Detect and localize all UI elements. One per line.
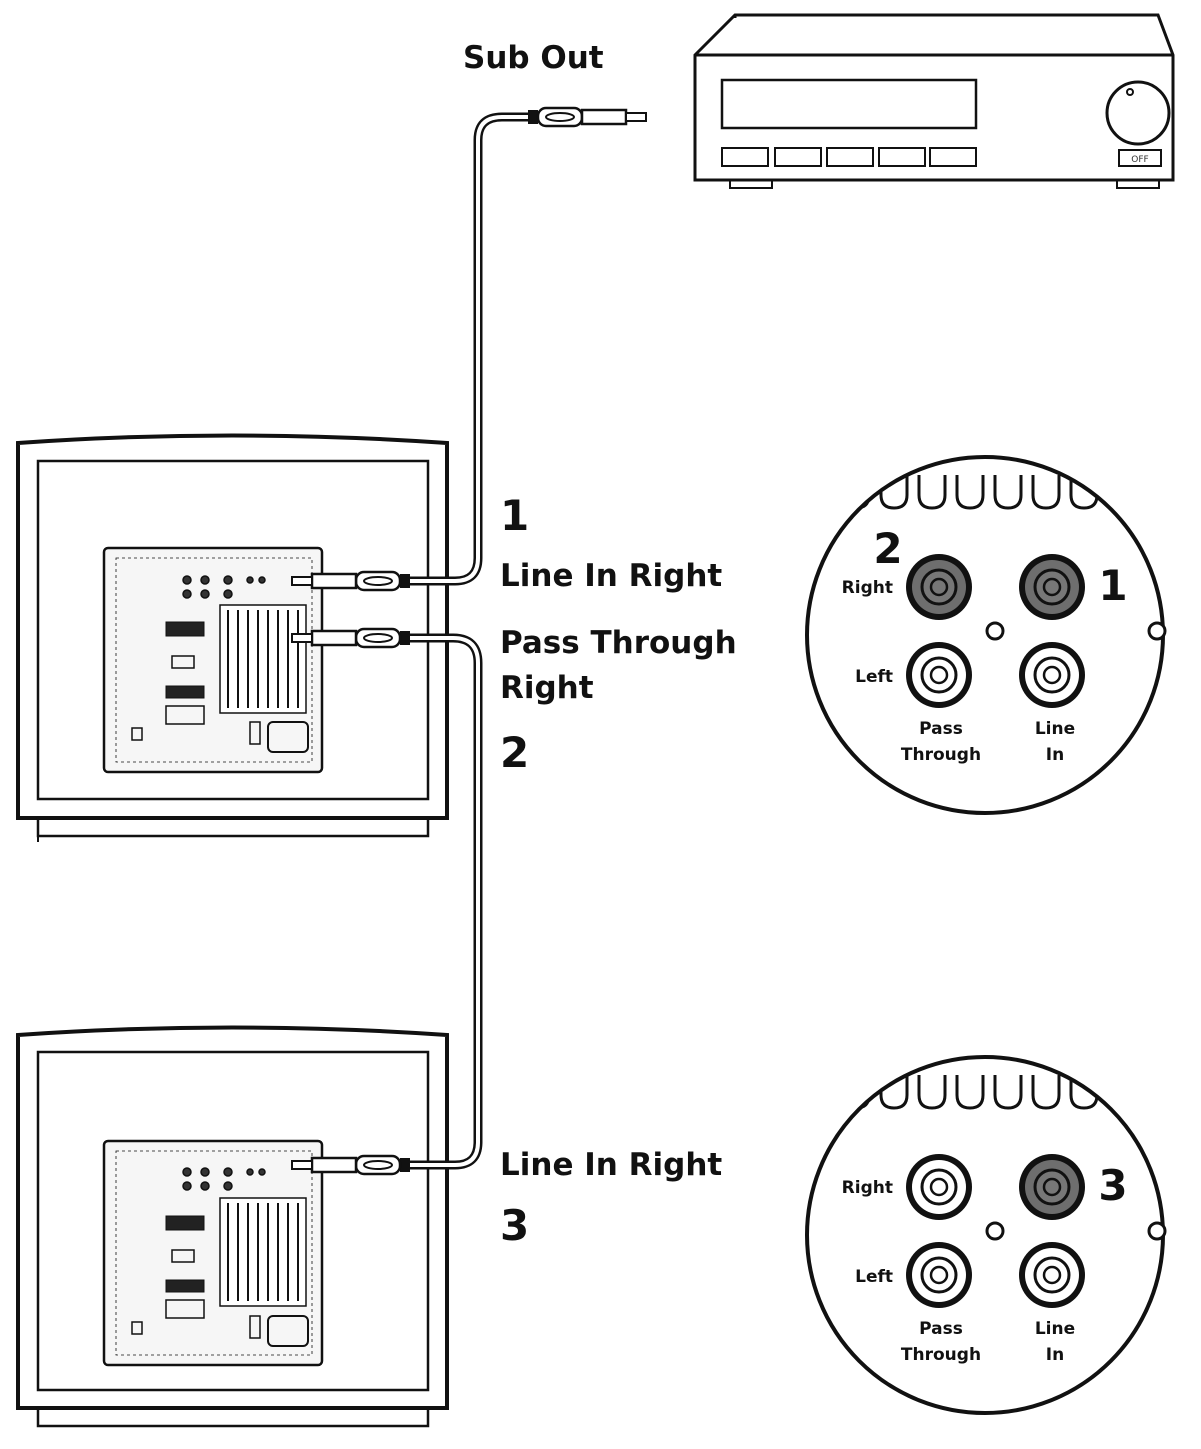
jack-bottom-pass-through-left (906, 1242, 972, 1308)
step-1-number: 1 (500, 491, 529, 540)
detail-circle-bottom (805, 1055, 1167, 1415)
jack-pass-through-right-highlighted (906, 554, 972, 620)
cable-pass-through-to-line-in (291, 627, 483, 1176)
volume-knob-icon (1105, 80, 1171, 146)
detail-circle-top (805, 455, 1167, 815)
detail-bottom-pass-label-1: Pass (919, 1319, 963, 1339)
jack-bottom-line-in-right-highlighted (1019, 1154, 1085, 1220)
detail-top-pass-label-2: Through (901, 745, 981, 765)
receiver-unit (693, 13, 1175, 189)
detail-bottom-line-label-2: In (1046, 1345, 1064, 1365)
subwoofer-bottom (16, 1025, 449, 1428)
detail-bottom-pass-label-2: Through (901, 1345, 981, 1365)
detail-top-left-label: Left (855, 667, 893, 687)
detail-top-right-label: Right (842, 578, 893, 598)
subwoofer-top (16, 433, 449, 842)
jack-line-in-left (1019, 642, 1085, 708)
detail-bottom-left-label: Left (855, 1267, 893, 1287)
jack-line-in-right-highlighted (1019, 554, 1085, 620)
line-in-right-label-1: Line In Right (500, 558, 722, 594)
line-in-right-label-3: Line In Right (500, 1147, 722, 1183)
step-3-number: 3 (500, 1201, 529, 1250)
detail-bottom-right-label: Right (842, 1178, 893, 1198)
pass-through-right-label-line2: Right (500, 670, 594, 706)
detail-top-callout-2: 2 (873, 524, 902, 573)
off-label: OFF (1131, 155, 1148, 165)
jack-pass-through-left (906, 642, 972, 708)
detail-top-line-label-1: Line (1035, 719, 1075, 739)
detail-top-callout-1: 1 (1098, 561, 1127, 610)
jack-bottom-pass-through-right (906, 1154, 972, 1220)
sub-out-label: Sub Out (463, 40, 604, 76)
detail-bottom-line-label-1: Line (1035, 1319, 1075, 1339)
detail-top-line-label-2: In (1046, 745, 1064, 765)
off-button (1118, 149, 1162, 167)
step-2-number: 2 (500, 728, 529, 777)
cable-sub-out-to-line-in (291, 106, 647, 592)
detail-bottom-callout-3: 3 (1098, 1161, 1127, 1210)
pass-through-right-label-line1: Pass Through (500, 625, 737, 661)
detail-top-pass-label-1: Pass (919, 719, 963, 739)
jack-bottom-line-in-left (1019, 1242, 1085, 1308)
